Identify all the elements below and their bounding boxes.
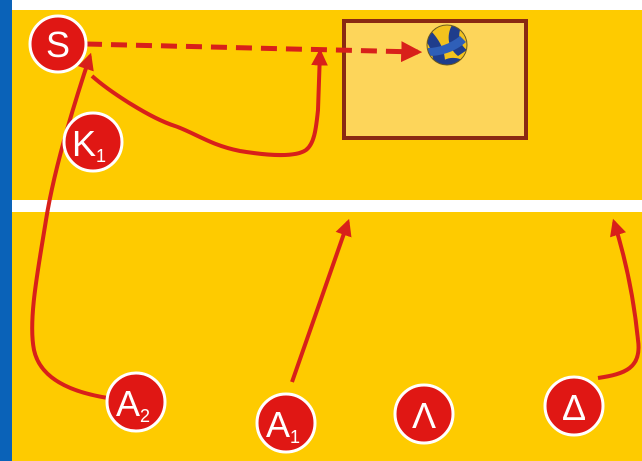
player-lambda: Λ [393,383,455,445]
player-server: S [28,14,88,74]
player-a2-label: A [116,383,140,424]
svg-text:Δ: Δ [562,387,586,428]
a1-movement-arrow [290,218,352,383]
player-delta: Δ [543,375,605,437]
player-k1-label: K [72,123,96,164]
player-delta-label: Δ [562,387,586,428]
player-a2: A2 [105,371,167,433]
player-a2-sub: 2 [140,406,150,426]
court-bottom-half [12,212,642,461]
player-a1-sub: 1 [290,427,300,447]
svg-text:Λ: Λ [412,395,436,436]
svg-text:S: S [46,24,70,65]
volleyball-icon [426,24,468,66]
side-panel-left [0,0,12,461]
player-k1-sub: 1 [96,146,106,166]
svg-text:A2: A2 [116,383,150,426]
delta-movement-arrow [597,218,641,380]
svg-text:K1: K1 [72,123,106,166]
player-server-label: S [46,24,70,65]
serve-arrow [85,41,423,63]
court-top-half [12,10,642,200]
player-a1: A1 [255,392,317,454]
player-k1: K1 [62,111,124,173]
svg-text:A1: A1 [266,404,300,447]
player-lambda-label: Λ [412,395,436,436]
player-a1-label: A [266,404,290,445]
k1-movement-arrow [90,48,328,157]
